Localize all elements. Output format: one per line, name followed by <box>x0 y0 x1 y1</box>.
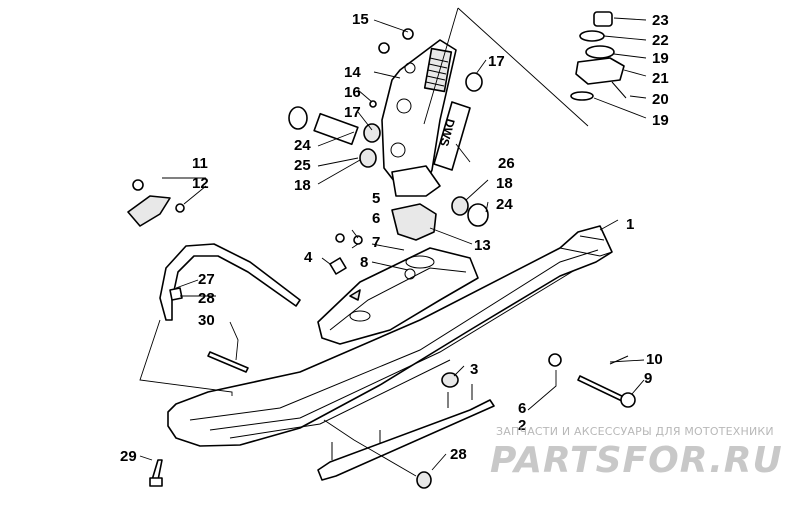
callout-22: 22 <box>652 32 669 49</box>
callout-8: 8 <box>360 254 368 271</box>
ski-part <box>167 225 613 447</box>
nut-12 <box>175 203 185 213</box>
callout-labels: 1 2 3 4 5 6 6 7 8 9 10 11 12 13 14 15 16… <box>120 11 669 465</box>
callout-15: 15 <box>352 11 369 28</box>
cushion-part <box>391 165 441 197</box>
callout-24-right: 24 <box>496 196 513 213</box>
callout-26: 26 <box>498 155 515 172</box>
callout-25: 25 <box>294 157 311 174</box>
callout-6-upper: 6 <box>372 210 380 227</box>
ski-saddle-part <box>317 247 479 345</box>
callout-3: 3 <box>470 361 478 378</box>
callout-28-left: 28 <box>198 290 215 307</box>
callout-11: 11 <box>192 155 208 172</box>
wear-bar-part <box>317 384 495 481</box>
callout-27: 27 <box>198 271 215 288</box>
cap-assembly <box>570 11 627 101</box>
callout-29: 29 <box>120 448 137 465</box>
callout-16: 16 <box>344 84 361 101</box>
callout-5: 5 <box>372 190 380 207</box>
rubber-block-part <box>391 203 437 241</box>
callout-1: 1 <box>626 216 634 233</box>
ski-loop-part <box>159 243 301 321</box>
callout-21: 21 <box>652 70 669 87</box>
callout-17-left: 17 <box>344 104 361 121</box>
callout-23: 23 <box>652 12 669 29</box>
callout-20: 20 <box>652 91 669 108</box>
callout-17-right: 17 <box>488 53 505 70</box>
callout-19-lower: 19 <box>652 112 669 129</box>
screw-11 <box>132 179 144 191</box>
leader-lines <box>139 17 647 471</box>
callout-6-lower: 6 <box>518 400 526 417</box>
callout-28-right: 28 <box>450 446 467 463</box>
callout-19-upper: 19 <box>652 50 669 67</box>
callout-24-left: 24 <box>294 137 311 154</box>
callout-12: 12 <box>192 175 209 192</box>
callout-7: 7 <box>372 234 380 251</box>
callout-10: 10 <box>646 351 663 368</box>
callout-2: 2 <box>518 417 526 434</box>
callout-13: 13 <box>474 237 491 254</box>
callout-18-left: 18 <box>294 177 311 194</box>
front-bracket-part <box>127 195 171 227</box>
bolts-group <box>149 233 636 489</box>
watermark-logo-text: PARTSFOR.RU <box>490 440 783 480</box>
callout-4: 4 <box>304 249 313 266</box>
callout-18-right: 18 <box>496 175 513 192</box>
callout-9: 9 <box>644 370 652 387</box>
callout-14: 14 <box>344 64 361 81</box>
callout-30: 30 <box>198 312 215 329</box>
reference-lines <box>139 7 589 477</box>
watermark-caption: ЗАПЧАСТИ И АКСЕССУАРЫ ДЛЯ МОТОТЕХНИКИ <box>496 425 774 438</box>
watermark-logo: PARTSFOR.RU <box>490 440 783 480</box>
